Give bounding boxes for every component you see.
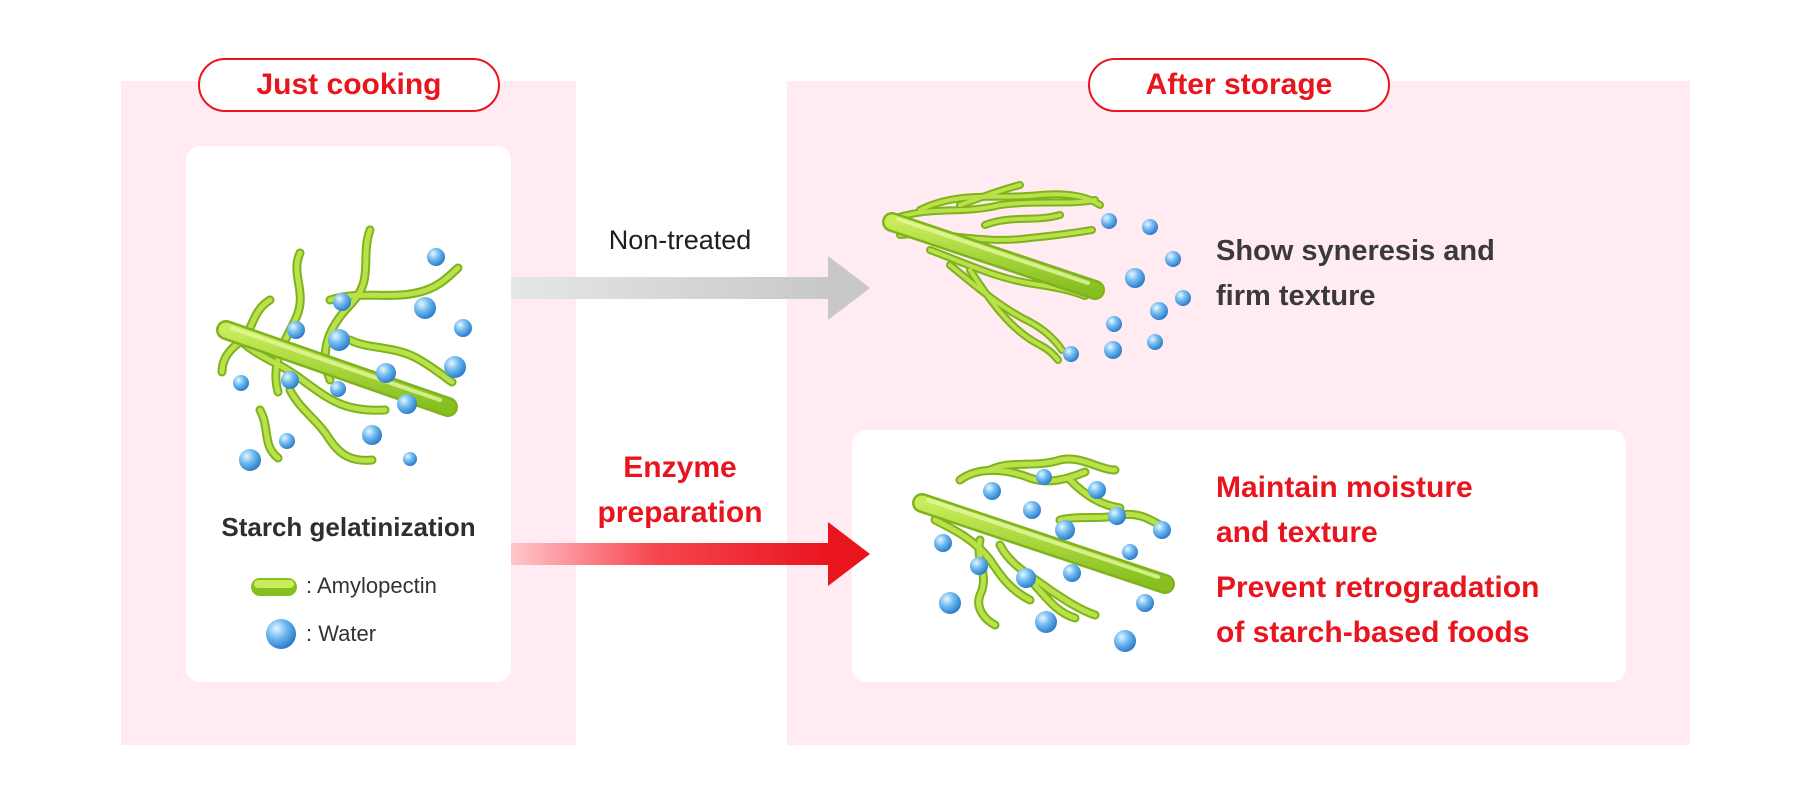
enzyme-label-line-2: preparation bbox=[597, 496, 763, 529]
amylopectin-icon bbox=[251, 578, 297, 596]
non-treated-label: Non-treated bbox=[608, 225, 752, 255]
after-storage-header: After storage bbox=[1088, 58, 1390, 112]
enzyme-label-line-1: Enzyme bbox=[623, 451, 737, 484]
retrograded-starch-illustration bbox=[882, 181, 1105, 364]
water-droplet-icon bbox=[266, 619, 296, 649]
maintained-starch-illustration bbox=[912, 454, 1175, 630]
maintain-line-1: Maintain moisture bbox=[1216, 471, 1473, 504]
just-cooking-header: Just cooking bbox=[198, 58, 500, 112]
maintain-line-2: and texture bbox=[1216, 516, 1378, 549]
enzyme-arrow bbox=[511, 522, 870, 586]
syneresis-line-1: Show syneresis and bbox=[1216, 235, 1495, 267]
syneresis-line-2: firm texture bbox=[1216, 280, 1376, 312]
water-droplets-left bbox=[233, 248, 472, 471]
water-droplets-bottom-right bbox=[934, 469, 1171, 652]
maintain-moisture-text: Maintain moisture and texture bbox=[1216, 465, 1473, 555]
enzyme-preparation-label: Enzyme preparation bbox=[560, 445, 800, 535]
legend-water-label: : Water bbox=[306, 621, 377, 646]
water-droplets-top-right bbox=[1063, 213, 1191, 362]
prevent-line-2: of starch-based foods bbox=[1216, 616, 1530, 649]
starch-gelatinization-caption: Starch gelatinization bbox=[221, 512, 476, 542]
legend-amylopectin-label: : Amylopectin bbox=[306, 573, 437, 598]
syneresis-outcome-text: Show syneresis and firm texture bbox=[1216, 229, 1495, 319]
prevent-line-1: Prevent retrogradation bbox=[1216, 571, 1540, 604]
non-treated-arrow bbox=[511, 256, 870, 320]
prevent-retrogradation-text: Prevent retrogradation of starch-based f… bbox=[1216, 565, 1539, 655]
gelatinization-card bbox=[186, 146, 511, 682]
